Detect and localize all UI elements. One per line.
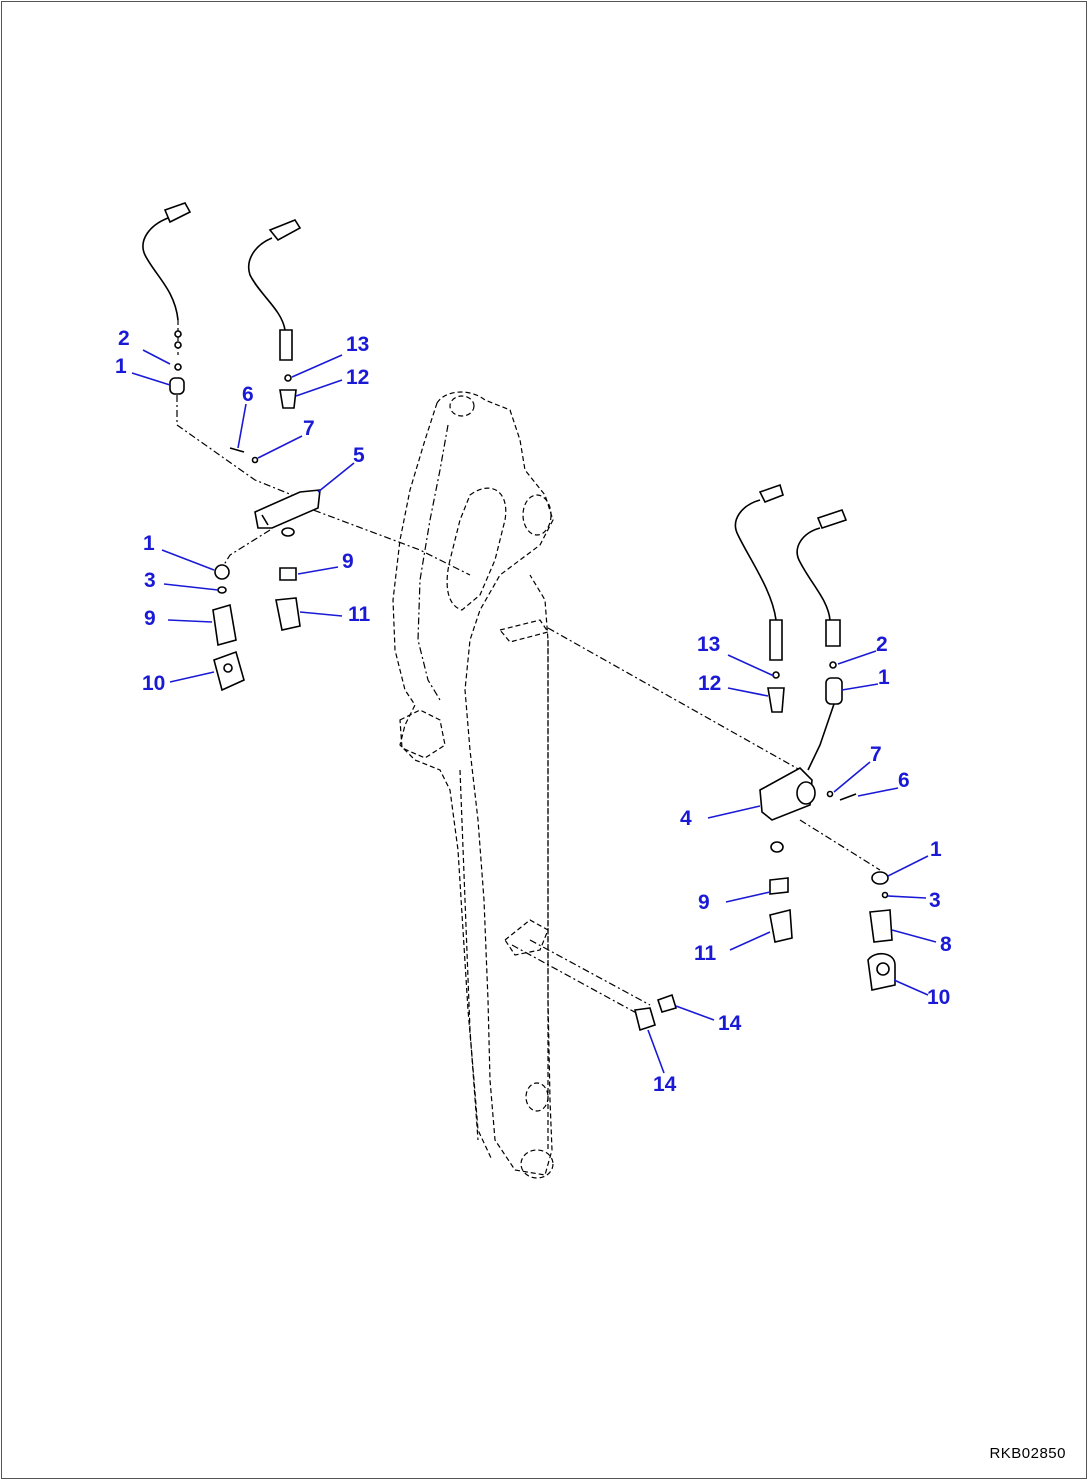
callout-right-14-upper: 14 — [718, 1012, 742, 1035]
callout-left-6: 6 — [242, 383, 254, 406]
left-sensor-wire-1 — [142, 202, 192, 355]
callout-right-11: 11 — [694, 942, 717, 965]
callout-right-1-upper: 1 — [878, 666, 890, 689]
callout-left-1-upper: 1 — [115, 355, 127, 378]
leaders — [131, 349, 937, 1074]
callout-left-5: 5 — [353, 444, 365, 467]
callout-right-1-lower: 1 — [930, 838, 942, 861]
assembly-lines — [176, 395, 881, 1016]
callout-right-3: 3 — [929, 889, 941, 912]
callout-right-10: 10 — [927, 986, 950, 1009]
left-sensor-wire-2 — [248, 219, 302, 361]
callout-left-1-lower: 1 — [143, 532, 155, 555]
callout-right-6: 6 — [898, 769, 910, 792]
callout-left-2: 2 — [118, 327, 130, 350]
callout-right-14-lower: 14 — [653, 1073, 677, 1096]
right-fittings — [634, 661, 896, 1032]
callout-right-8: 8 — [940, 933, 952, 956]
callout-left-9-upper: 9 — [342, 550, 354, 573]
left-fittings — [169, 363, 321, 692]
callout-right-2: 2 — [876, 633, 888, 656]
callout-left-10: 10 — [142, 672, 165, 695]
callout-labels: 2 1 13 12 6 7 5 1 3 9 9 11 10 13 2 12 1 … — [115, 327, 952, 1096]
right-sensor-wire-1 — [734, 483, 784, 661]
callout-left-13: 13 — [346, 333, 369, 356]
callout-right-9: 9 — [698, 891, 710, 914]
callout-right-12: 12 — [698, 672, 721, 695]
callout-right-4: 4 — [680, 807, 692, 830]
arm-outline — [392, 391, 554, 1179]
callout-left-11: 11 — [348, 603, 371, 626]
callout-right-13: 13 — [697, 633, 720, 656]
callout-left-3: 3 — [144, 569, 156, 592]
callout-left-12: 12 — [346, 366, 369, 389]
callout-right-7: 7 — [870, 743, 882, 766]
drawing-code: RKB02850 — [989, 1445, 1066, 1462]
callout-left-7: 7 — [303, 417, 315, 440]
callout-left-9-lower: 9 — [144, 607, 156, 630]
right-sensor-wire-2 — [796, 509, 848, 647]
